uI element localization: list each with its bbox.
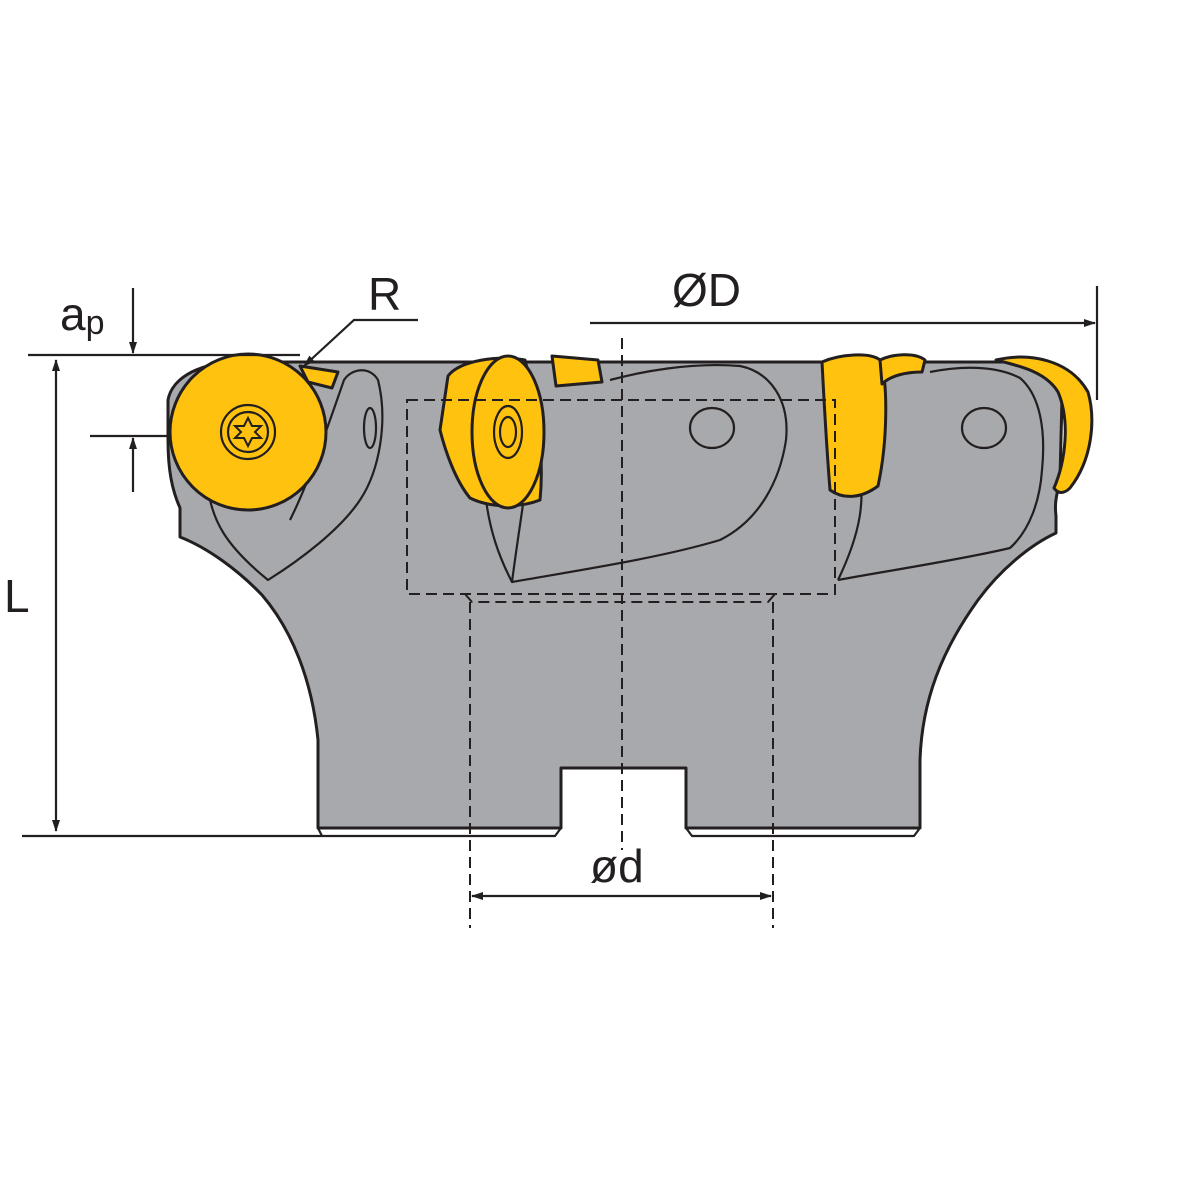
insert-back-center — [550, 354, 604, 388]
ap-label-subscript: p — [86, 304, 105, 342]
insert-far-right — [994, 355, 1094, 494]
insert-center — [438, 354, 546, 510]
bore-diameter-label: ød — [590, 840, 644, 892]
radius-leader — [303, 318, 418, 367]
ap-label: ap — [60, 288, 105, 342]
radius-label: R — [368, 268, 401, 320]
body-hole-right — [960, 406, 1008, 450]
outer-diameter-label: ØD — [672, 264, 741, 316]
hidden-lines — [406, 338, 836, 928]
bottom-chamfer — [317, 827, 921, 838]
insert-right — [820, 353, 888, 498]
torx-screw-icon — [232, 415, 264, 449]
body-hole-left — [362, 406, 378, 450]
ap-label-main: a — [60, 288, 86, 340]
flute-left — [206, 369, 384, 582]
flute-right — [837, 366, 1045, 582]
body-hole-center — [688, 406, 736, 450]
labels: ap R ØD L ød — [4, 264, 741, 892]
length-label: L — [4, 570, 30, 622]
dimensions — [22, 286, 1099, 900]
bore-step-hidden — [464, 593, 776, 603]
insert-edge-left — [298, 364, 340, 390]
insert-right-back — [878, 353, 927, 386]
inserts — [168, 352, 1094, 512]
insert-front-left — [168, 352, 328, 512]
